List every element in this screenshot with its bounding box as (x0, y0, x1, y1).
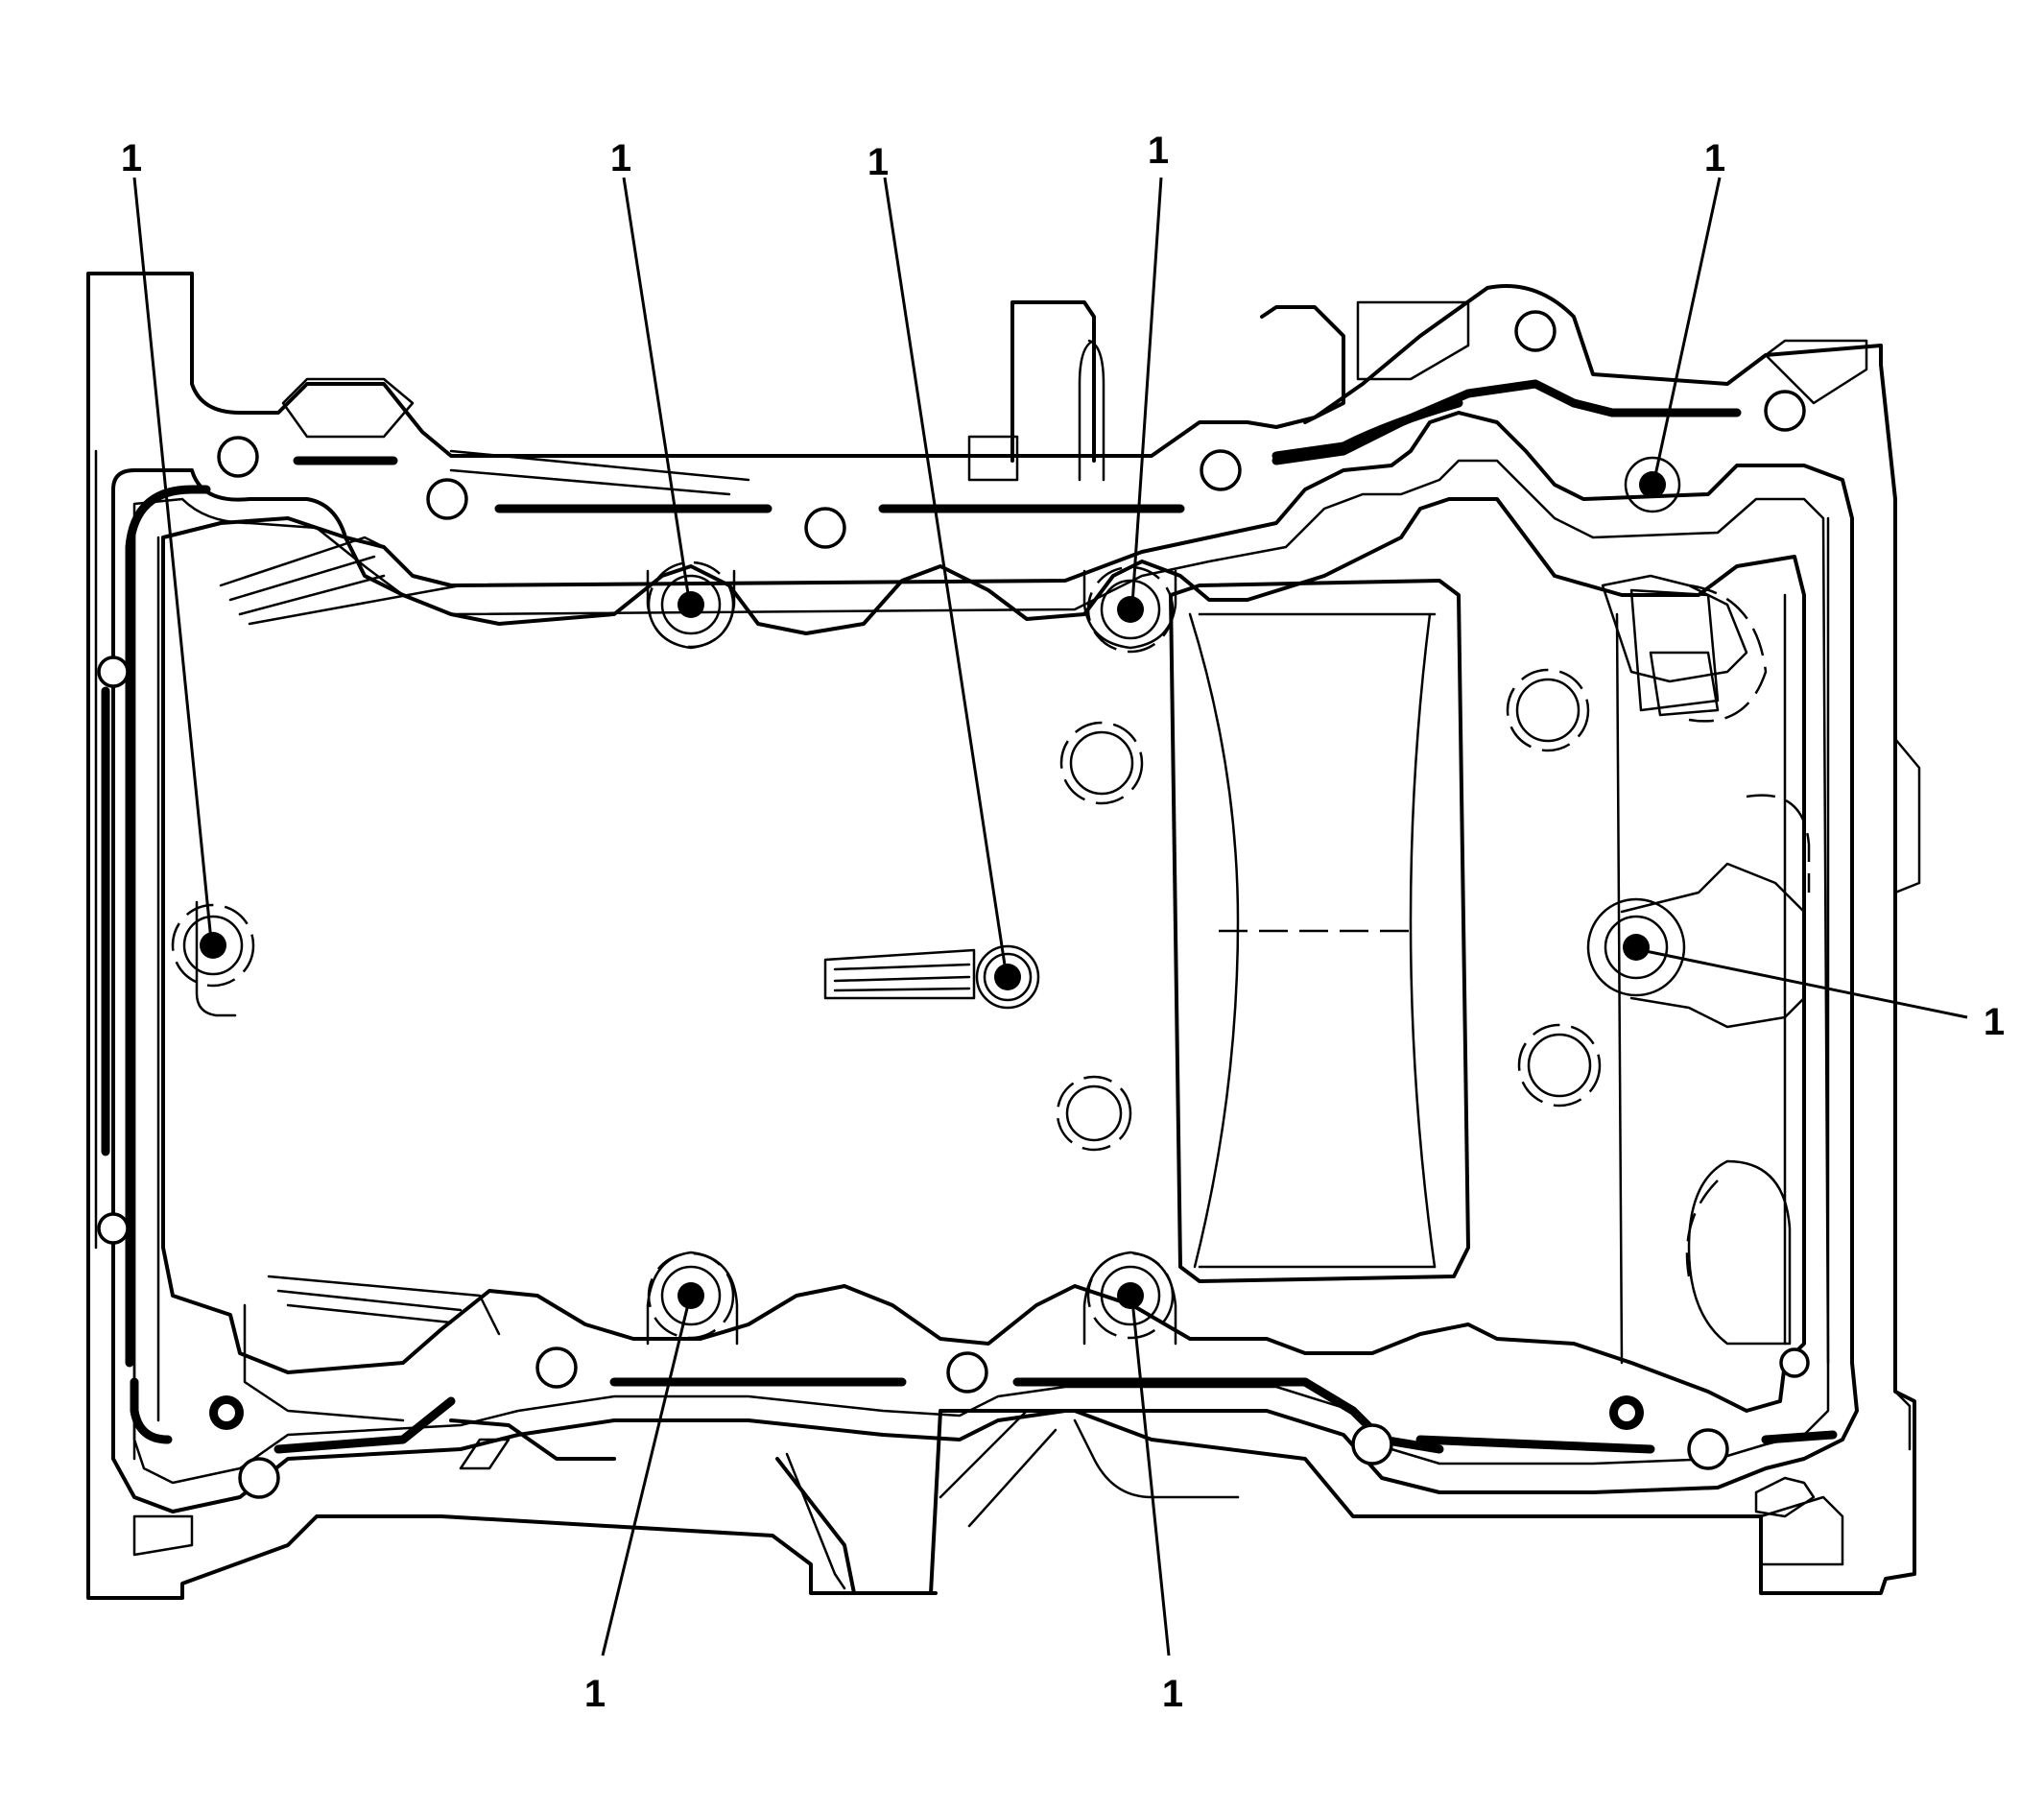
callout-leaders (132, 177, 1968, 1656)
right-outer-tab-lower (1893, 1390, 1912, 1451)
callout-label-2: 1 (610, 137, 631, 179)
gasket-flange-outer (111, 411, 1859, 1513)
right-tab-upper-inner (1649, 651, 1720, 717)
right-corner-boss (1764, 339, 1868, 405)
drain-plug-circles (1056, 668, 1602, 1152)
right-inner-wall (1615, 612, 1624, 1365)
callout-label-4: 1 (1148, 130, 1169, 172)
leader-line-1 (132, 177, 213, 941)
right-pocket-lower (1687, 1159, 1792, 1346)
flange-mounting-holes (97, 310, 1810, 1499)
right-pocket-middle (1620, 862, 1806, 1029)
leader-line-8 (1130, 1299, 1171, 1656)
oil-pan-outer-outline (86, 272, 1916, 1600)
crank-journal-inner-right (1409, 612, 1437, 1269)
bottom-left-ribs (243, 1275, 616, 1461)
callout-label-6: 1 (1984, 1001, 2005, 1043)
top-right-bracket (1260, 305, 1345, 424)
gasket-flange-inner (132, 459, 1830, 1485)
callout-label-7: 1 (584, 1673, 606, 1715)
leader-line-2 (622, 177, 691, 601)
bottom-extension (132, 1409, 1844, 1595)
right-outer-tab-upper (1893, 737, 1921, 894)
top-left-ribs (219, 449, 750, 626)
leader-line-4 (1130, 177, 1163, 606)
top-tower-slot (1078, 339, 1105, 482)
callout-labels: 1 1 1 1 1 1 1 1 (121, 130, 2005, 1715)
crank-journal-outline (1169, 579, 1470, 1283)
right-pocket-upper-dashed (1688, 584, 1768, 723)
bolt-bosses (171, 456, 1686, 1346)
top-tower-base (967, 435, 1019, 482)
top-right-bracket-block (1356, 300, 1470, 381)
right-pocket-middle-dashed (1746, 794, 1811, 893)
right-tab-upper (1629, 588, 1720, 712)
leader-line-5 (1652, 177, 1722, 481)
center-rib-bundle (823, 948, 976, 1000)
sump-inner-wall (161, 497, 1806, 1413)
leader-line-7 (601, 1299, 691, 1656)
right-pocket-upper (1601, 574, 1748, 683)
callout-label-8: 1 (1162, 1673, 1183, 1715)
callout-label-5: 1 (1704, 137, 1725, 179)
top-tower (1010, 300, 1096, 463)
callout-label-1: 1 (121, 137, 142, 179)
oil-pan-drawing (86, 272, 1921, 1600)
leader-line-6 (1640, 948, 1968, 1019)
knurled-studs (209, 1395, 1644, 1430)
leader-line-3 (883, 177, 1008, 972)
crank-journal-inner-left (1188, 612, 1240, 1269)
right-pocket-lower-dashed (1685, 1180, 1719, 1277)
callout-label-3: 1 (868, 141, 889, 183)
gasket-channel-marks (101, 379, 1838, 1454)
top-left-boss (281, 377, 415, 439)
